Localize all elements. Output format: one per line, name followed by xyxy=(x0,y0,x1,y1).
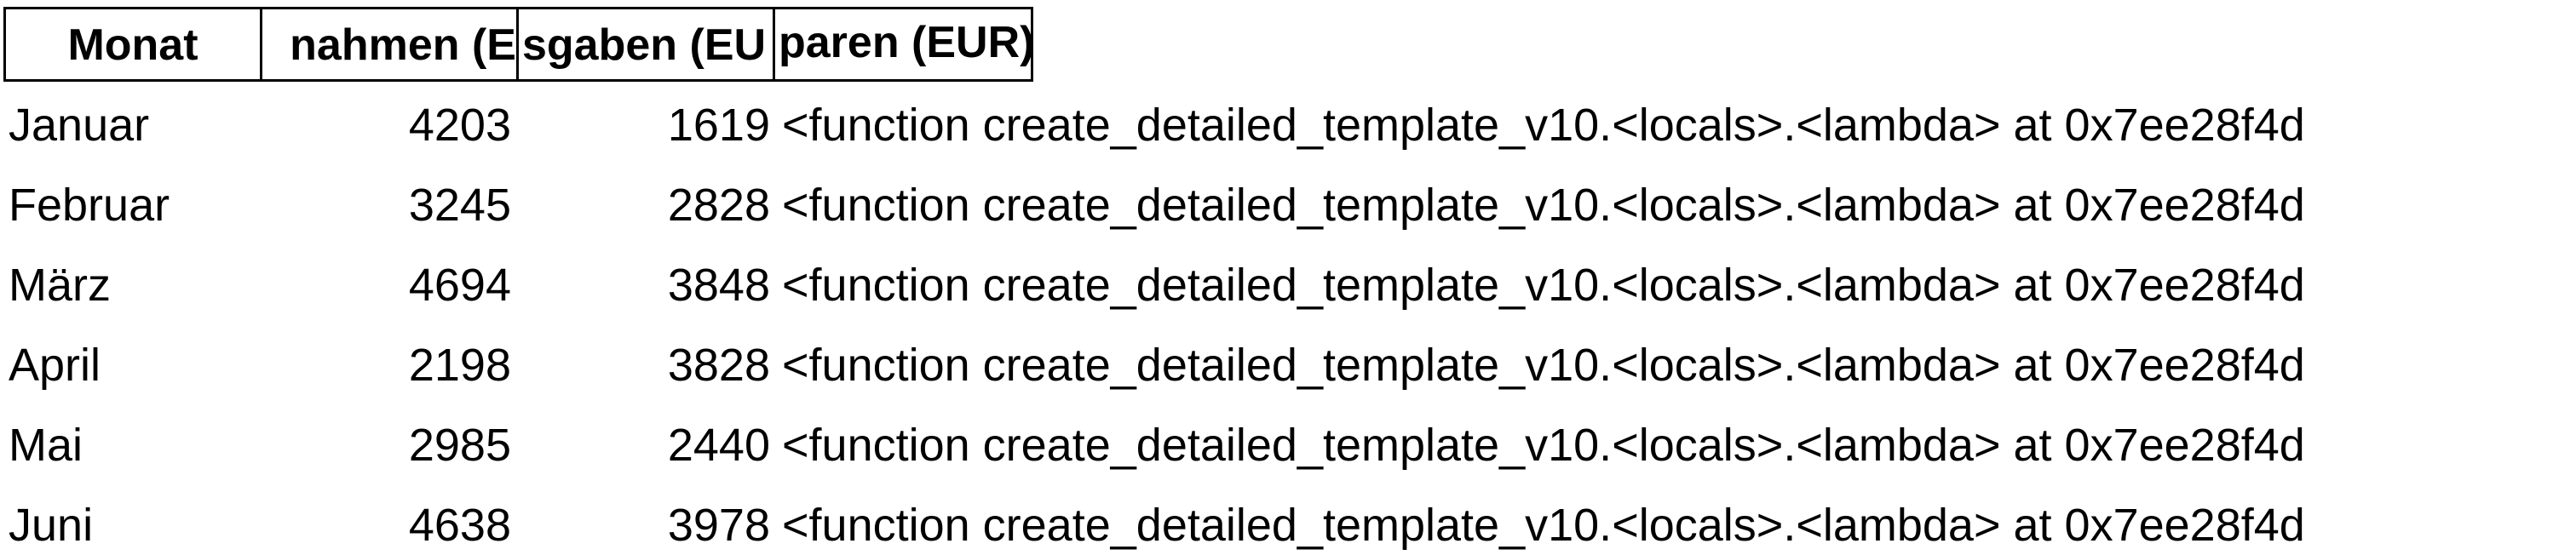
income-cell[interactable]: 2985 xyxy=(408,420,511,471)
table-row[interactable]: März 4694 3848<function create_detailed_te… xyxy=(0,245,2576,325)
header-cell-month[interactable]: Monat xyxy=(3,7,262,82)
header-expenses-clip: sgaben (EU xyxy=(519,9,773,79)
header-savings-label: paren (EUR) xyxy=(779,18,1035,67)
header-income-clip: nahmen (E xyxy=(262,9,516,79)
header-cell-savings[interactable]: paren (EUR) xyxy=(773,7,1035,82)
income-cell[interactable]: 2198 xyxy=(408,340,511,391)
month-cell[interactable]: Januar xyxy=(9,100,150,151)
savings-cell[interactable]: <function create_detailed_template_v10.<… xyxy=(782,180,2305,231)
expenses-cell[interactable]: 3828 xyxy=(667,340,770,391)
header-cell-income[interactable]: nahmen (E xyxy=(260,7,519,82)
savings-cell[interactable]: <function create_detailed_template_v10.<… xyxy=(782,260,2305,311)
table-row[interactable]: Februar 3245 2828<function create_detailed… xyxy=(0,165,2576,245)
savings-cell[interactable]: <function create_detailed_template_v10.<… xyxy=(782,500,2305,551)
income-cell[interactable]: 3245 xyxy=(408,180,511,231)
month-cell[interactable]: März xyxy=(9,260,111,311)
table-row[interactable]: Juni 4638 3978<function create_detailed_te… xyxy=(0,485,2576,555)
table-row[interactable]: Januar 4203 1619<function create_detailed_… xyxy=(0,85,2576,165)
header-expenses-label: sgaben (EU xyxy=(522,20,767,70)
month-cell[interactable]: Juni xyxy=(9,500,94,551)
header-income-label: nahmen (E xyxy=(290,20,516,70)
expenses-cell[interactable]: 2828 xyxy=(667,180,770,231)
savings-cell[interactable]: <function create_detailed_template_v10.<… xyxy=(782,420,2305,471)
expenses-cell[interactable]: 3978 xyxy=(667,500,770,551)
savings-cell[interactable]: <function create_detailed_template_v10.<… xyxy=(782,340,2305,391)
table-row[interactable]: April 2198 3828<function create_detailed_t… xyxy=(0,325,2576,405)
month-cell[interactable]: Mai xyxy=(9,420,83,471)
income-cell[interactable]: 4694 xyxy=(408,260,511,311)
income-cell[interactable]: 4203 xyxy=(408,100,511,151)
expenses-cell[interactable]: 2440 xyxy=(667,420,770,471)
month-cell[interactable]: April xyxy=(9,340,101,391)
savings-cell[interactable]: <function create_detailed_template_v10.<… xyxy=(782,100,2305,151)
header-cell-expenses[interactable]: sgaben (EU xyxy=(516,7,775,82)
expenses-cell[interactable]: 1619 xyxy=(667,100,770,151)
income-cell[interactable]: 4638 xyxy=(408,500,511,551)
expenses-cell[interactable]: 3848 xyxy=(667,260,770,311)
header-month-label: Monat xyxy=(67,20,198,70)
table-row[interactable]: Mai 2985 2440<function create_detailed_tem… xyxy=(0,405,2576,485)
month-cell[interactable]: Februar xyxy=(9,180,170,231)
